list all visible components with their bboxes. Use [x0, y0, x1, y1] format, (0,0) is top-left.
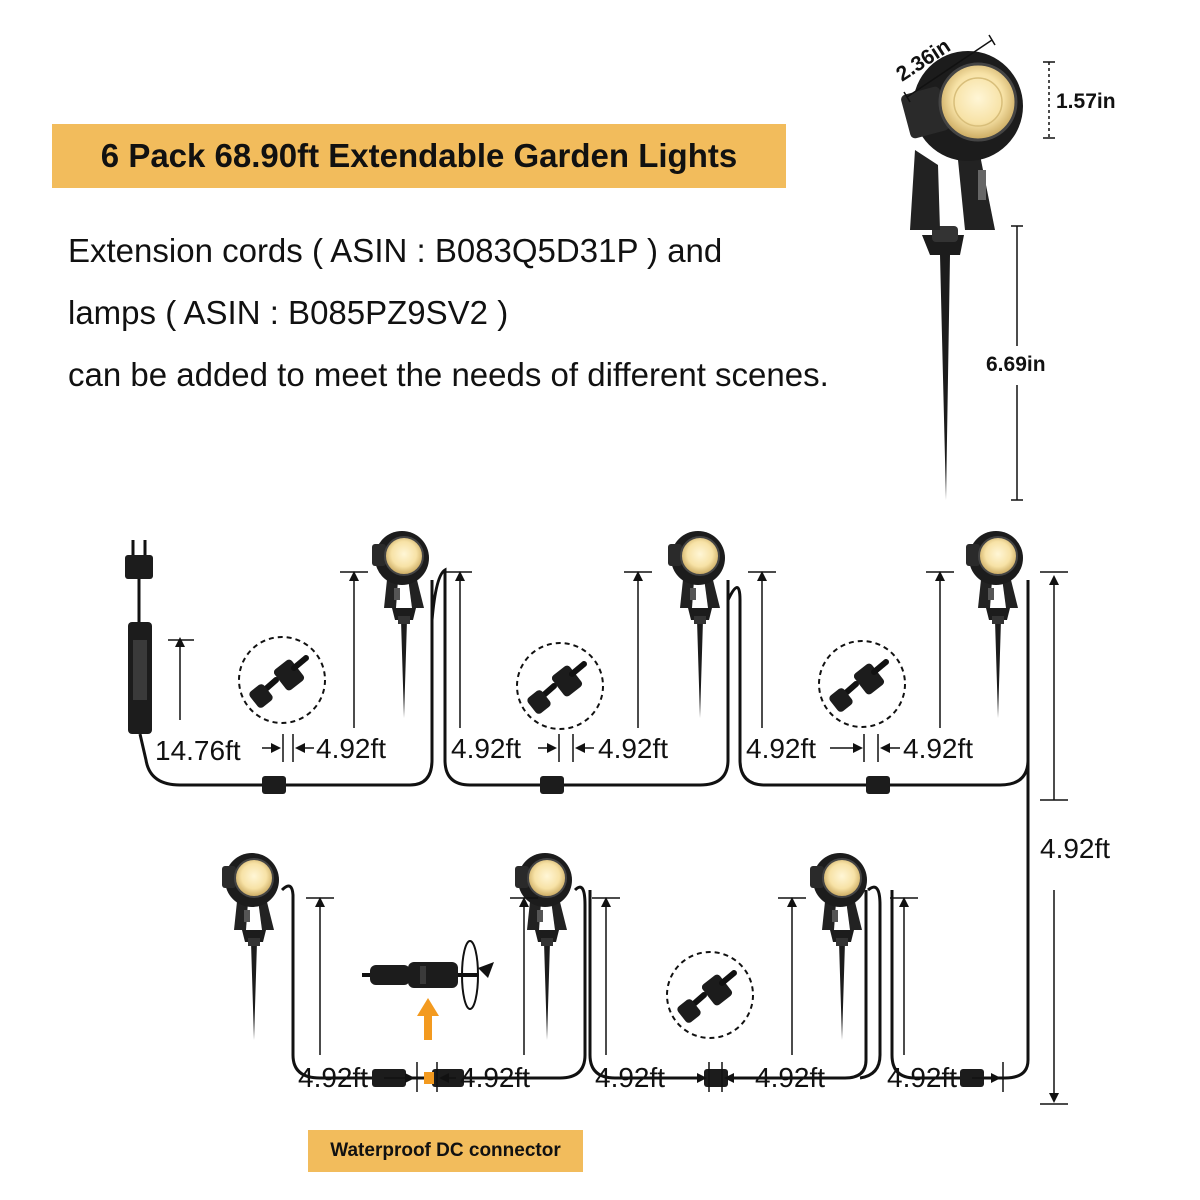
- cable-length-label: 4.92ft: [1040, 833, 1110, 864]
- spotlight-icon: [667, 530, 726, 719]
- cable-length-label: 4.92ft: [298, 1062, 368, 1093]
- cable-length-label: 4.92ft: [755, 1062, 825, 1093]
- spotlight-icon: [901, 51, 1023, 500]
- title-banner: 6 Pack 68.90ft Extendable Garden Lights: [52, 124, 786, 188]
- connector-zoom-icon: [239, 637, 325, 723]
- connector-caption: Waterproof DC connector: [330, 1140, 561, 1161]
- cable-length-label: 4.92ft: [887, 1062, 957, 1093]
- cable-length-label: 4.92ft: [598, 733, 668, 764]
- connector-zoom-icon: [667, 952, 753, 1038]
- transformer-icon: [128, 622, 152, 734]
- connector-zoom-icon: [819, 641, 905, 727]
- cable-length-label: 4.92ft: [451, 733, 521, 764]
- connector-caption-banner: Waterproof DC connector: [308, 1130, 583, 1172]
- dc-connector-icon: [362, 962, 478, 988]
- page-title: 6 Pack 68.90ft Extendable Garden Lights: [100, 137, 738, 174]
- cable-length-label: 4.92ft: [316, 733, 386, 764]
- stake-length-label: 6.69in: [986, 353, 1046, 376]
- cable-length-label: 4.92ft: [746, 733, 816, 764]
- rotate-arrow-icon: [461, 940, 494, 1010]
- product-illustration: 2.36in 1.57in 6.69in: [892, 34, 1116, 501]
- spotlight-icon: [221, 852, 280, 1041]
- connector-zoom-icon: [517, 643, 603, 729]
- cable-length-label: 4.92ft: [595, 1062, 665, 1093]
- spotlight-icon: [809, 852, 868, 1041]
- plug-icon: [125, 540, 153, 622]
- cable-length-label: 4.92ft: [903, 733, 973, 764]
- up-arrow-icon: [417, 998, 439, 1040]
- cable-length-label: 14.76ft: [155, 735, 241, 766]
- description-line-3: can be added to meet the needs of differ…: [68, 356, 829, 393]
- spotlight-icon: [371, 530, 430, 719]
- description-line-2: lamps ( ASIN : B085PZ9SV2 ): [68, 294, 509, 331]
- head-height-label: 1.57in: [1056, 90, 1116, 113]
- spotlight-icon: [965, 530, 1024, 719]
- description-line-1: Extension cords ( ASIN : B083Q5D31P ) an…: [68, 232, 723, 269]
- cable-length-label: 4.92ft: [460, 1062, 530, 1093]
